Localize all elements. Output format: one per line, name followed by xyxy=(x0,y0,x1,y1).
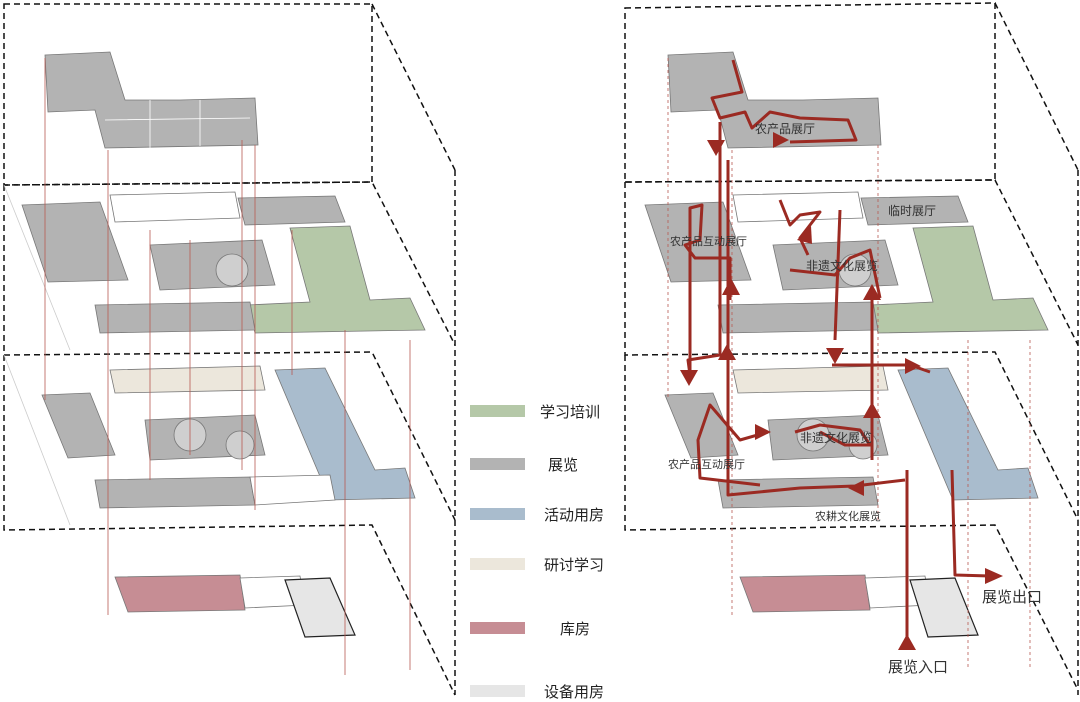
legend-label: 展览 xyxy=(548,456,578,474)
label-entrance: 展览入口 xyxy=(888,658,948,676)
legend-label: 研讨学习 xyxy=(544,556,604,574)
right-guide-lines xyxy=(667,58,1031,670)
label-farming-exhibit: 农耕文化展览 xyxy=(815,509,881,523)
legend-item: 研讨学习 xyxy=(470,556,604,574)
right-floor-frames xyxy=(624,2,1079,695)
label-heritage-upper: 非遗文化展览 xyxy=(806,258,878,273)
legend-swatch xyxy=(470,622,525,634)
legend-item: 活动用房 xyxy=(470,506,604,524)
legend-label: 库房 xyxy=(560,620,590,638)
left-guide-lines xyxy=(44,58,411,675)
legend-label: 活动用房 xyxy=(544,506,604,524)
legend-item: 设备用房 xyxy=(470,683,604,701)
left-model xyxy=(3,3,456,696)
right-top-floor xyxy=(667,51,882,149)
legend: 学习培训 展览 活动用房 研讨学习 库房 设备用房 xyxy=(470,403,604,701)
route-labels: 农产品展厅 临时展厅 农产品互动展厅 非遗文化展览 非遗文化展览 农产品互动展厅… xyxy=(668,122,1042,676)
legend-label: 学习培训 xyxy=(540,403,600,421)
legend-swatch xyxy=(470,405,525,417)
label-top-hall: 农产品展厅 xyxy=(755,122,815,136)
left-first-floor xyxy=(41,365,416,509)
legend-swatch xyxy=(470,458,525,470)
label-temp-hall: 临时展厅 xyxy=(888,204,936,218)
label-exit: 展览出口 xyxy=(982,588,1042,606)
legend-swatch xyxy=(470,508,525,520)
left-basement xyxy=(114,574,356,638)
legend-item: 库房 xyxy=(470,620,590,638)
label-heritage-lower: 非遗文化展览 xyxy=(800,430,872,445)
left-floor-frames xyxy=(3,3,456,696)
route-arrows xyxy=(680,132,1003,650)
label-interactive-lower: 农产品互动展厅 xyxy=(668,457,745,471)
right-model: 农产品展厅 临时展厅 农产品互动展厅 非遗文化展览 非遗文化展览 农产品互动展厅… xyxy=(624,2,1079,695)
legend-swatch xyxy=(470,685,525,697)
legend-item: 学习培训 xyxy=(470,403,600,421)
left-top-floor xyxy=(44,51,259,149)
label-interactive-upper: 农产品互动展厅 xyxy=(670,234,747,248)
right-basement xyxy=(739,574,979,638)
exhibition-route xyxy=(683,59,991,640)
left-faint-lines xyxy=(3,184,71,526)
legend-item: 展览 xyxy=(470,456,578,474)
legend-label: 设备用房 xyxy=(544,683,604,701)
left-second-floor xyxy=(21,191,426,334)
legend-swatch xyxy=(470,558,525,570)
